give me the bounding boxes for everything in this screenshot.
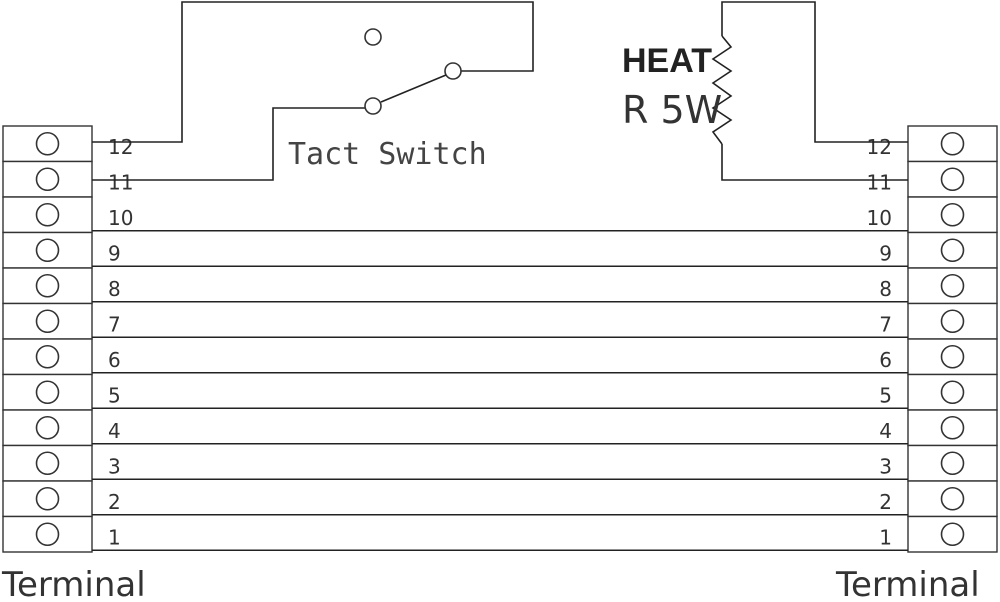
left-pin-label: 12: [108, 135, 133, 159]
left-terminal-screw: [35, 486, 60, 511]
right-terminal-cell: [907, 160, 998, 198]
left-terminal-screw: [35, 380, 60, 405]
left-pin-label: 8: [108, 277, 121, 301]
right-pin-label: 1: [879, 525, 892, 549]
wire-bundle: [92, 229, 908, 552]
tact-switch: Tact Switch: [92, 1, 534, 181]
right-pin-label: 5: [879, 383, 892, 407]
heater-wire-pin11: [721, 144, 908, 181]
left-terminal-screw: [35, 167, 60, 192]
right-pin-label: 3: [879, 454, 892, 478]
left-pin-label: 6: [108, 348, 121, 372]
left-pin-label: 9: [108, 241, 121, 265]
left-terminal-screw: [35, 344, 60, 369]
switch-wire-pin11: [92, 107, 373, 181]
left-terminal-label: Terminal: [1, 565, 146, 602]
resistor-zigzag: [711, 35, 733, 145]
switch-common-contact: [364, 97, 382, 115]
right-terminal-screw: [940, 380, 965, 405]
right-terminal-cell: [907, 444, 998, 482]
resistor-label: R 5W: [622, 88, 722, 132]
right-terminal-label: Terminal: [835, 565, 980, 602]
left-terminal-screw: [35, 131, 60, 156]
right-terminal-screw: [940, 451, 965, 476]
left-pin-labels: 12 11 10 9 8 7 6 5 4 3 2 1: [108, 135, 133, 550]
right-terminal-screw: [940, 131, 965, 156]
heater-wire-pin12: [721, 1, 908, 143]
left-terminal-screw: [35, 415, 60, 440]
right-pin-label: 9: [879, 241, 892, 265]
right-pin-labels: 12 11 10 9 8 7 6 5 4 3 2 1: [867, 135, 892, 550]
right-pin-label: 2: [879, 490, 892, 514]
left-pin-label: 2: [108, 490, 121, 514]
right-terminal-screw: [940, 238, 965, 263]
right-terminal-screw: [940, 309, 965, 334]
left-terminal-block: [2, 125, 93, 553]
heater-resistor: HEAT R 5W: [622, 1, 908, 181]
right-pin-label: 6: [879, 348, 892, 372]
switch-open-contact: [364, 28, 382, 46]
switch-wire-pin12: [92, 1, 534, 143]
right-pin-label: 7: [879, 312, 892, 336]
left-terminal-screw: [35, 309, 60, 334]
left-terminal-screw: [35, 451, 60, 476]
right-terminal-block: [907, 125, 998, 553]
left-pin-label: 3: [108, 454, 121, 478]
left-terminal-cell: [2, 373, 93, 411]
right-pin-label: 4: [879, 419, 892, 443]
right-terminal-screw: [940, 273, 965, 298]
left-pin-label: 7: [108, 312, 121, 336]
left-pin-label: 5: [108, 383, 121, 407]
left-pin-label: 4: [108, 419, 121, 443]
left-terminal-screw: [35, 202, 60, 227]
left-terminal-screw: [35, 522, 60, 547]
right-terminal-screw: [940, 415, 965, 440]
right-terminal-screw: [940, 522, 965, 547]
right-terminal-screw: [940, 167, 965, 192]
right-pin-label: 12: [867, 135, 892, 159]
right-pin-label: 10: [867, 206, 892, 230]
left-pin-label: 1: [108, 525, 121, 549]
right-terminal-screw: [940, 344, 965, 369]
right-pin-label: 8: [879, 277, 892, 301]
right-pin-label: 11: [867, 170, 892, 194]
heater-label: HEAT: [622, 42, 712, 80]
right-terminal-screw: [940, 202, 965, 227]
switch-lever: [380, 74, 447, 103]
left-terminal-screw: [35, 238, 60, 263]
left-pin-label: 11: [108, 170, 133, 194]
right-terminal-screw: [940, 486, 965, 511]
switch-label: Tact Switch: [288, 137, 487, 172]
switch-closed-contact: [444, 62, 462, 80]
left-pin-label: 10: [108, 206, 133, 230]
left-terminal-screw: [35, 273, 60, 298]
